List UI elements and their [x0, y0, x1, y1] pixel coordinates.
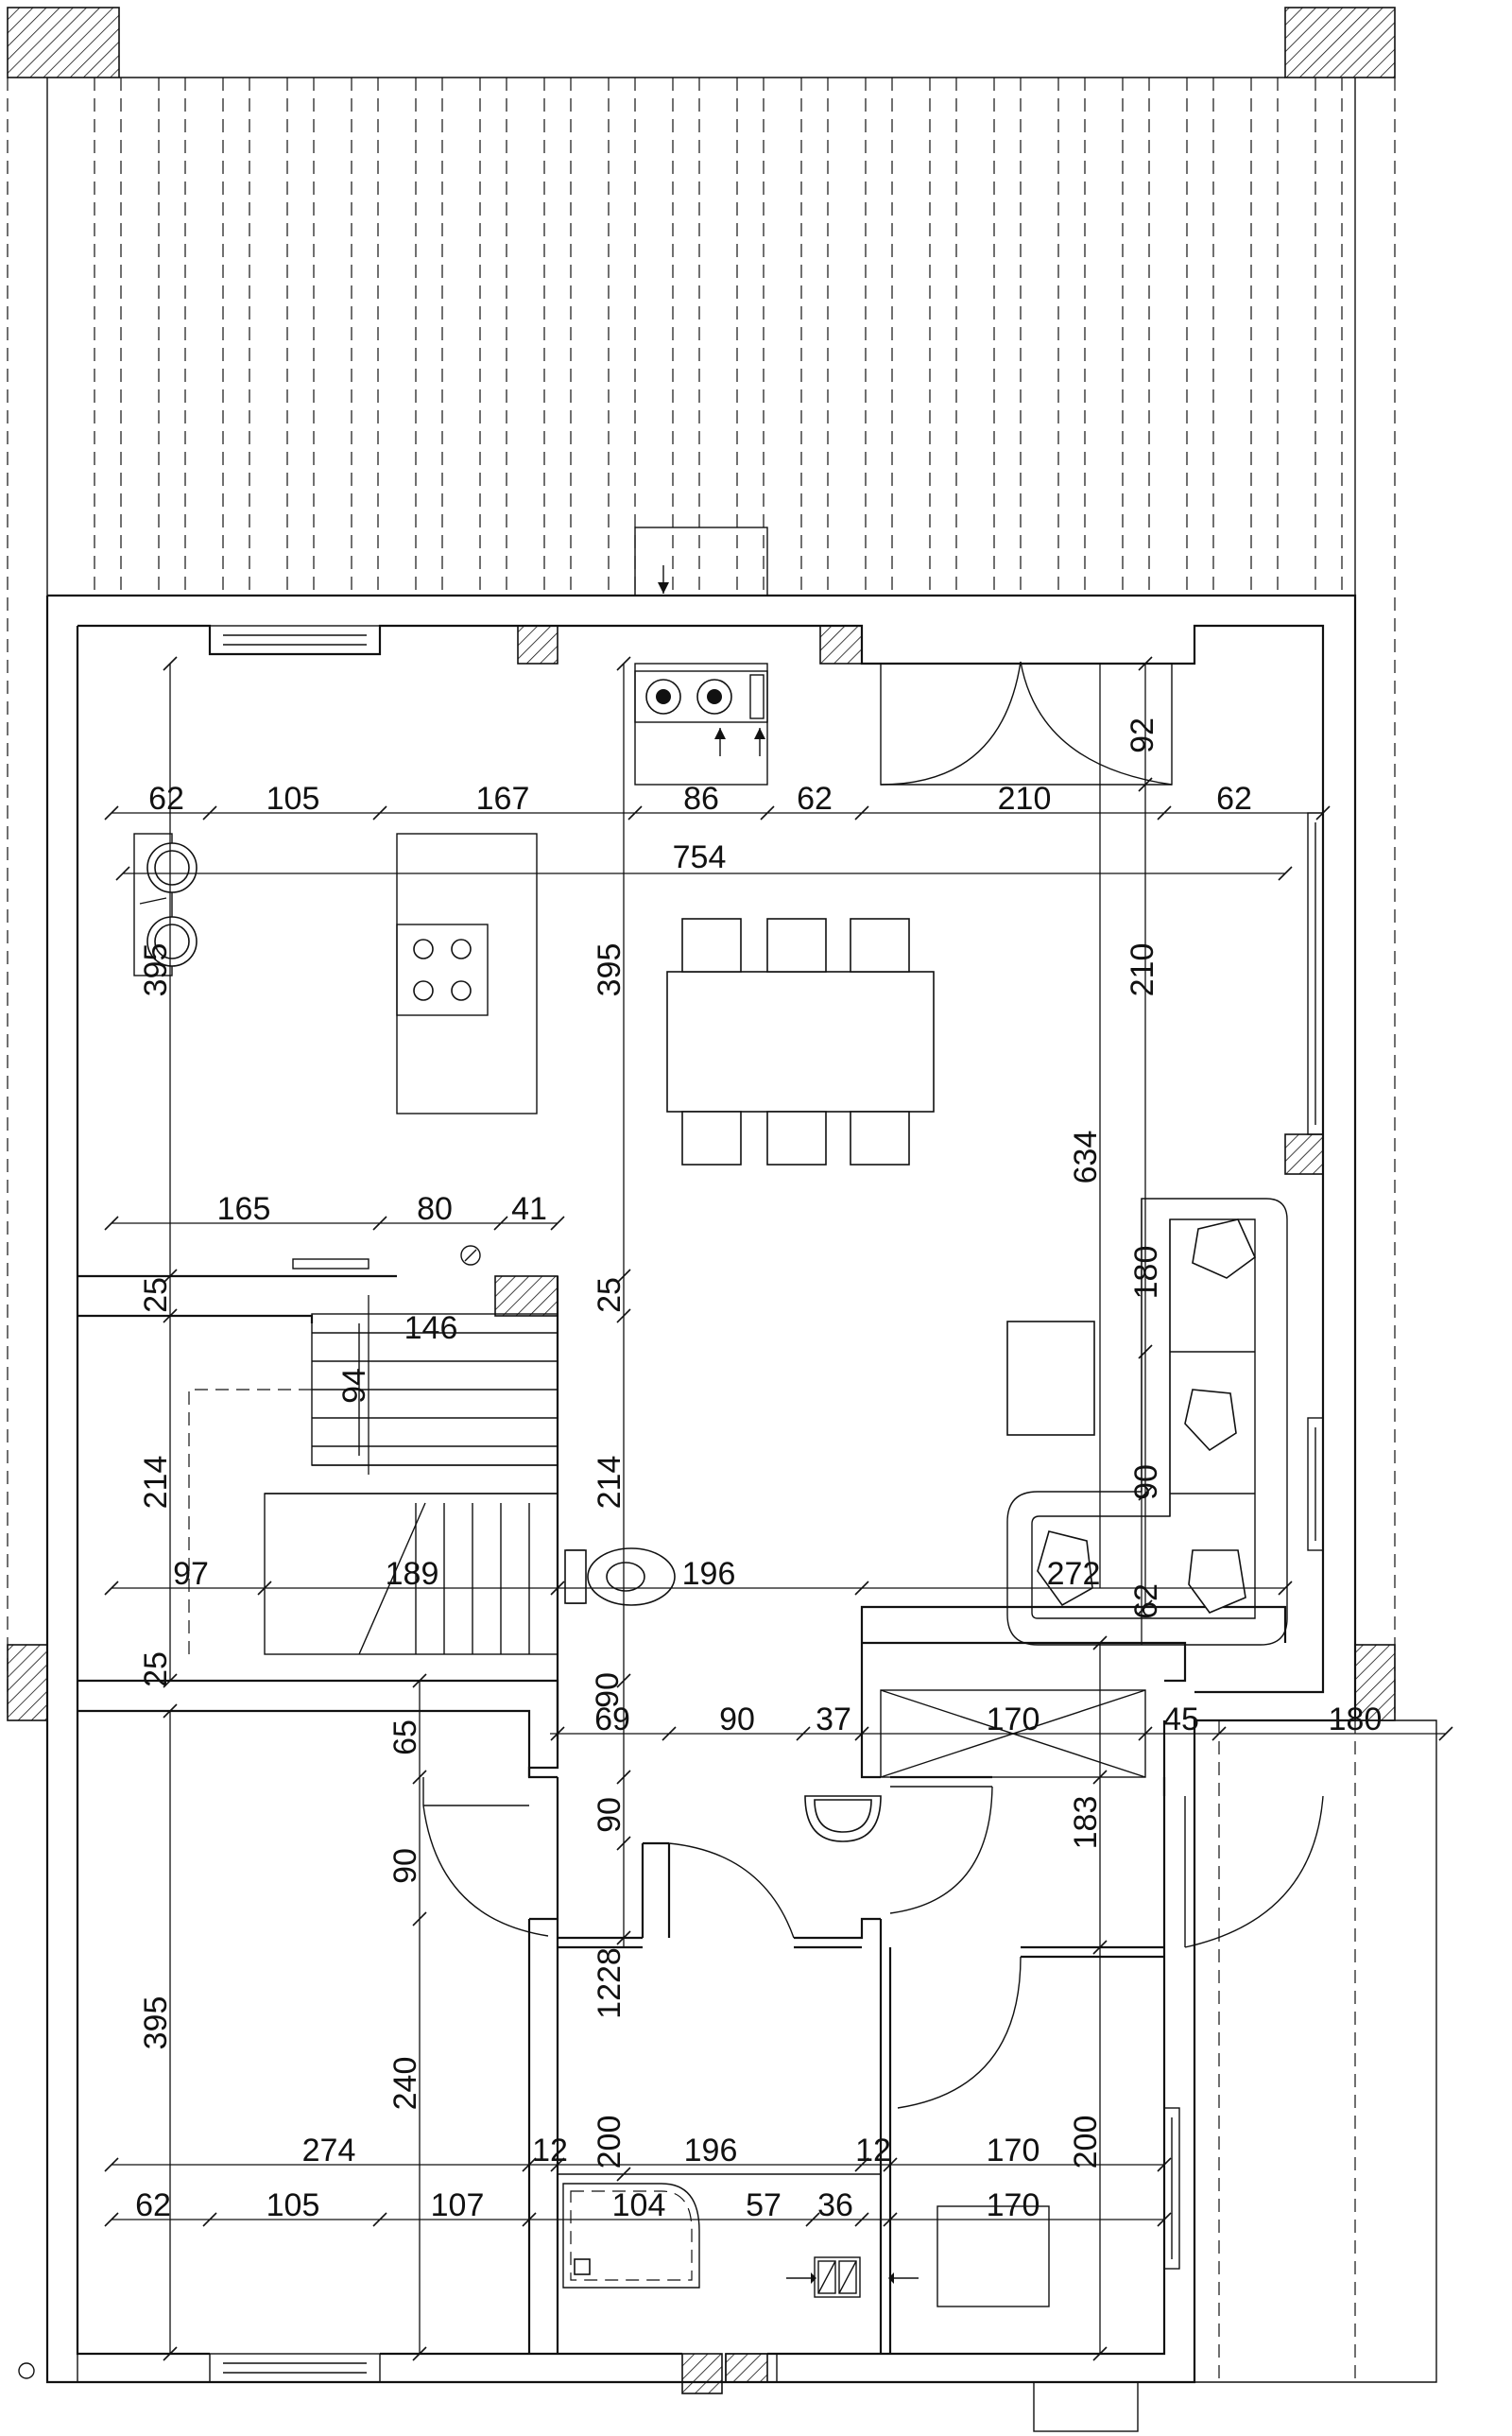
dim-label: 170 — [987, 2133, 1040, 2168]
dim-label: 12 — [532, 2133, 568, 2168]
dim-label: 395 — [592, 943, 627, 997]
dim-label: 97 — [173, 1556, 209, 1592]
dim-label: 146 — [404, 1310, 458, 1346]
dim-label: 170 — [987, 1702, 1040, 1737]
toilet — [564, 1547, 676, 1606]
dim-label: 200 — [1068, 2116, 1104, 2169]
dimension-lines — [112, 664, 1446, 2354]
dim-label: 45 — [1163, 1702, 1199, 1737]
window-kitchen-top — [209, 625, 381, 655]
dim-label: 62 — [1128, 1583, 1164, 1619]
dim-label: 62 — [1216, 781, 1252, 817]
dim-label: 395 — [138, 1996, 174, 2050]
kitchen-island — [396, 833, 538, 1114]
dim-label: 65 — [387, 1719, 423, 1755]
boiler-units — [786, 2256, 919, 2298]
dim-label: 183 — [1068, 1796, 1104, 1850]
kitchen-sink — [133, 833, 198, 976]
dimension-ticks — [104, 656, 1453, 2361]
dim-label: 62 — [148, 781, 184, 817]
roof-chimney-right — [1284, 7, 1396, 78]
dim-label: 240 — [387, 2057, 423, 2111]
doors — [18, 661, 1437, 2432]
dim-label: 170 — [987, 2187, 1040, 2223]
staircase — [188, 1313, 558, 1655]
dim-label: 25 — [138, 1277, 174, 1313]
laundry-counter — [936, 2205, 1050, 2307]
dim-label: 196 — [684, 2133, 738, 2168]
dim-label: 754 — [673, 839, 727, 875]
dim-label: 80 — [417, 1191, 453, 1227]
dim-label: 1228 — [592, 1947, 627, 2019]
dim-label: 90 — [1128, 1464, 1164, 1500]
dim-label: 196 — [682, 1556, 736, 1592]
chimney — [634, 527, 768, 596]
dimension-labels: 62 105 167 86 62 210 62 754 92 395 395 2… — [135, 717, 1382, 2223]
interior-walls — [77, 1274, 1287, 2354]
coffee-table — [1006, 1321, 1095, 1436]
dim-label: 57 — [746, 2187, 782, 2223]
dim-label: 92 — [1125, 717, 1160, 753]
dim-label: 62 — [797, 781, 833, 817]
dim-label: 180 — [1329, 1702, 1383, 1737]
dim-label: 104 — [612, 2187, 666, 2223]
window-bedroom-bottom — [209, 2353, 381, 2383]
wall-stove — [634, 663, 768, 786]
dim-label: 200 — [592, 2116, 627, 2169]
dim-label: 41 — [511, 1191, 547, 1227]
window-living-right-lower — [1307, 1417, 1324, 1551]
dim-label: 180 — [1128, 1246, 1164, 1300]
dim-label: 274 — [302, 2133, 356, 2168]
dim-label: 37 — [816, 1702, 851, 1737]
dim-label: 165 — [217, 1191, 271, 1227]
shower-tray — [562, 2183, 700, 2289]
dim-label: 94 — [336, 1368, 372, 1404]
dim-label: 395 — [138, 943, 174, 997]
dim-label: 214 — [592, 1456, 627, 1510]
dim-label: 167 — [476, 781, 530, 817]
dim-label: 214 — [138, 1456, 174, 1510]
roof-rafters — [94, 78, 1343, 596]
structural-columns — [7, 625, 1396, 2394]
dim-label: 210 — [1125, 943, 1160, 997]
dim-label: 210 — [998, 781, 1052, 817]
dim-label: 25 — [592, 1277, 627, 1313]
dim-label: 12 — [855, 2133, 891, 2168]
dim-label: 105 — [266, 2187, 320, 2223]
dim-label: 36 — [817, 2187, 853, 2223]
roof-outline — [7, 7, 1396, 1720]
dim-label: 69 — [594, 1702, 630, 1737]
dim-label: 272 — [1047, 1556, 1101, 1592]
dim-label: 189 — [386, 1556, 439, 1592]
dim-label: 634 — [1068, 1131, 1104, 1184]
dim-label: 107 — [431, 2187, 485, 2223]
wash-basin — [804, 1795, 882, 1842]
dim-label: 62 — [135, 2187, 171, 2223]
dim-label: 90 — [719, 1702, 755, 1737]
dim-label: 105 — [266, 781, 320, 817]
dim-label: 90 — [590, 1672, 626, 1708]
cooktop — [396, 924, 489, 1016]
dim-label: 86 — [683, 781, 719, 817]
roof-chimney-left — [7, 7, 120, 78]
corner-sofa — [1006, 1198, 1288, 1646]
dim-label: 90 — [387, 1848, 423, 1884]
furniture — [133, 663, 1288, 2307]
dim-label: 25 — [138, 1651, 174, 1687]
dim-label: 90 — [592, 1797, 627, 1833]
dining-table — [666, 918, 935, 1166]
